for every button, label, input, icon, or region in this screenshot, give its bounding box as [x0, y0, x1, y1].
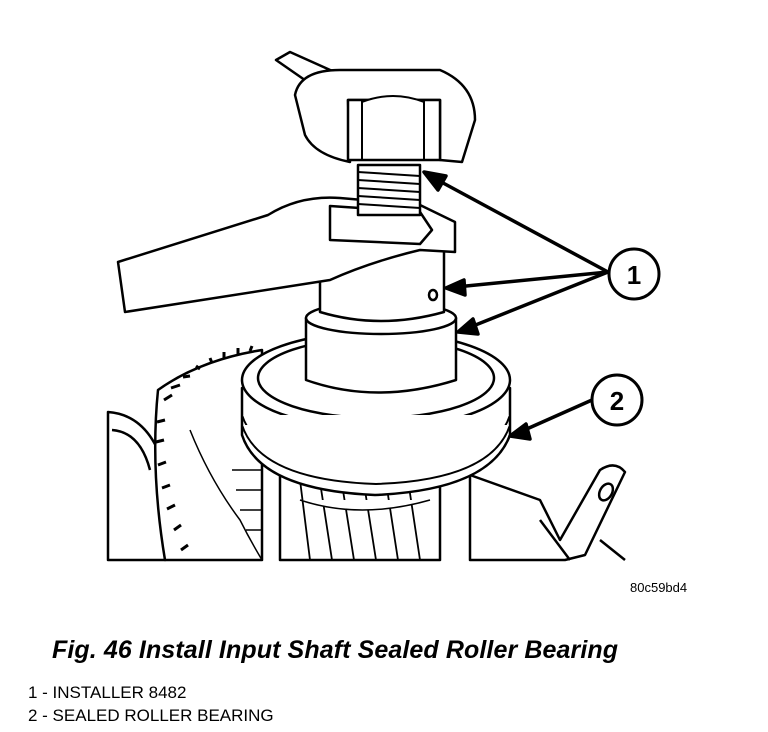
upper-wrench [274, 50, 477, 164]
threaded-stud [356, 163, 422, 217]
legend: 1 - INSTALLER 8482 2 - SEALED ROLLER BEA… [28, 681, 274, 727]
callout-1 [607, 247, 661, 301]
callout-2-number: 2 [610, 386, 624, 416]
figure-caption: Fig. 46 Install Input Shaft Sealed Rolle… [52, 636, 619, 664]
callout-1-leaders [422, 170, 609, 336]
callout-1-number: 1 [627, 260, 641, 290]
legend-item-2: 2 - SEALED ROLLER BEARING [28, 706, 274, 725]
figure-code: 80c59bd4 [630, 580, 688, 595]
bearing-installation-diagram: 1 2 [106, 50, 661, 562]
callout-2 [590, 373, 644, 427]
ring-gear [153, 345, 264, 562]
legend-item-1: 1 - INSTALLER 8482 [28, 683, 187, 702]
mounting-bracket [468, 464, 627, 562]
callout-2-leader [508, 398, 593, 441]
hex-nut [346, 95, 442, 162]
